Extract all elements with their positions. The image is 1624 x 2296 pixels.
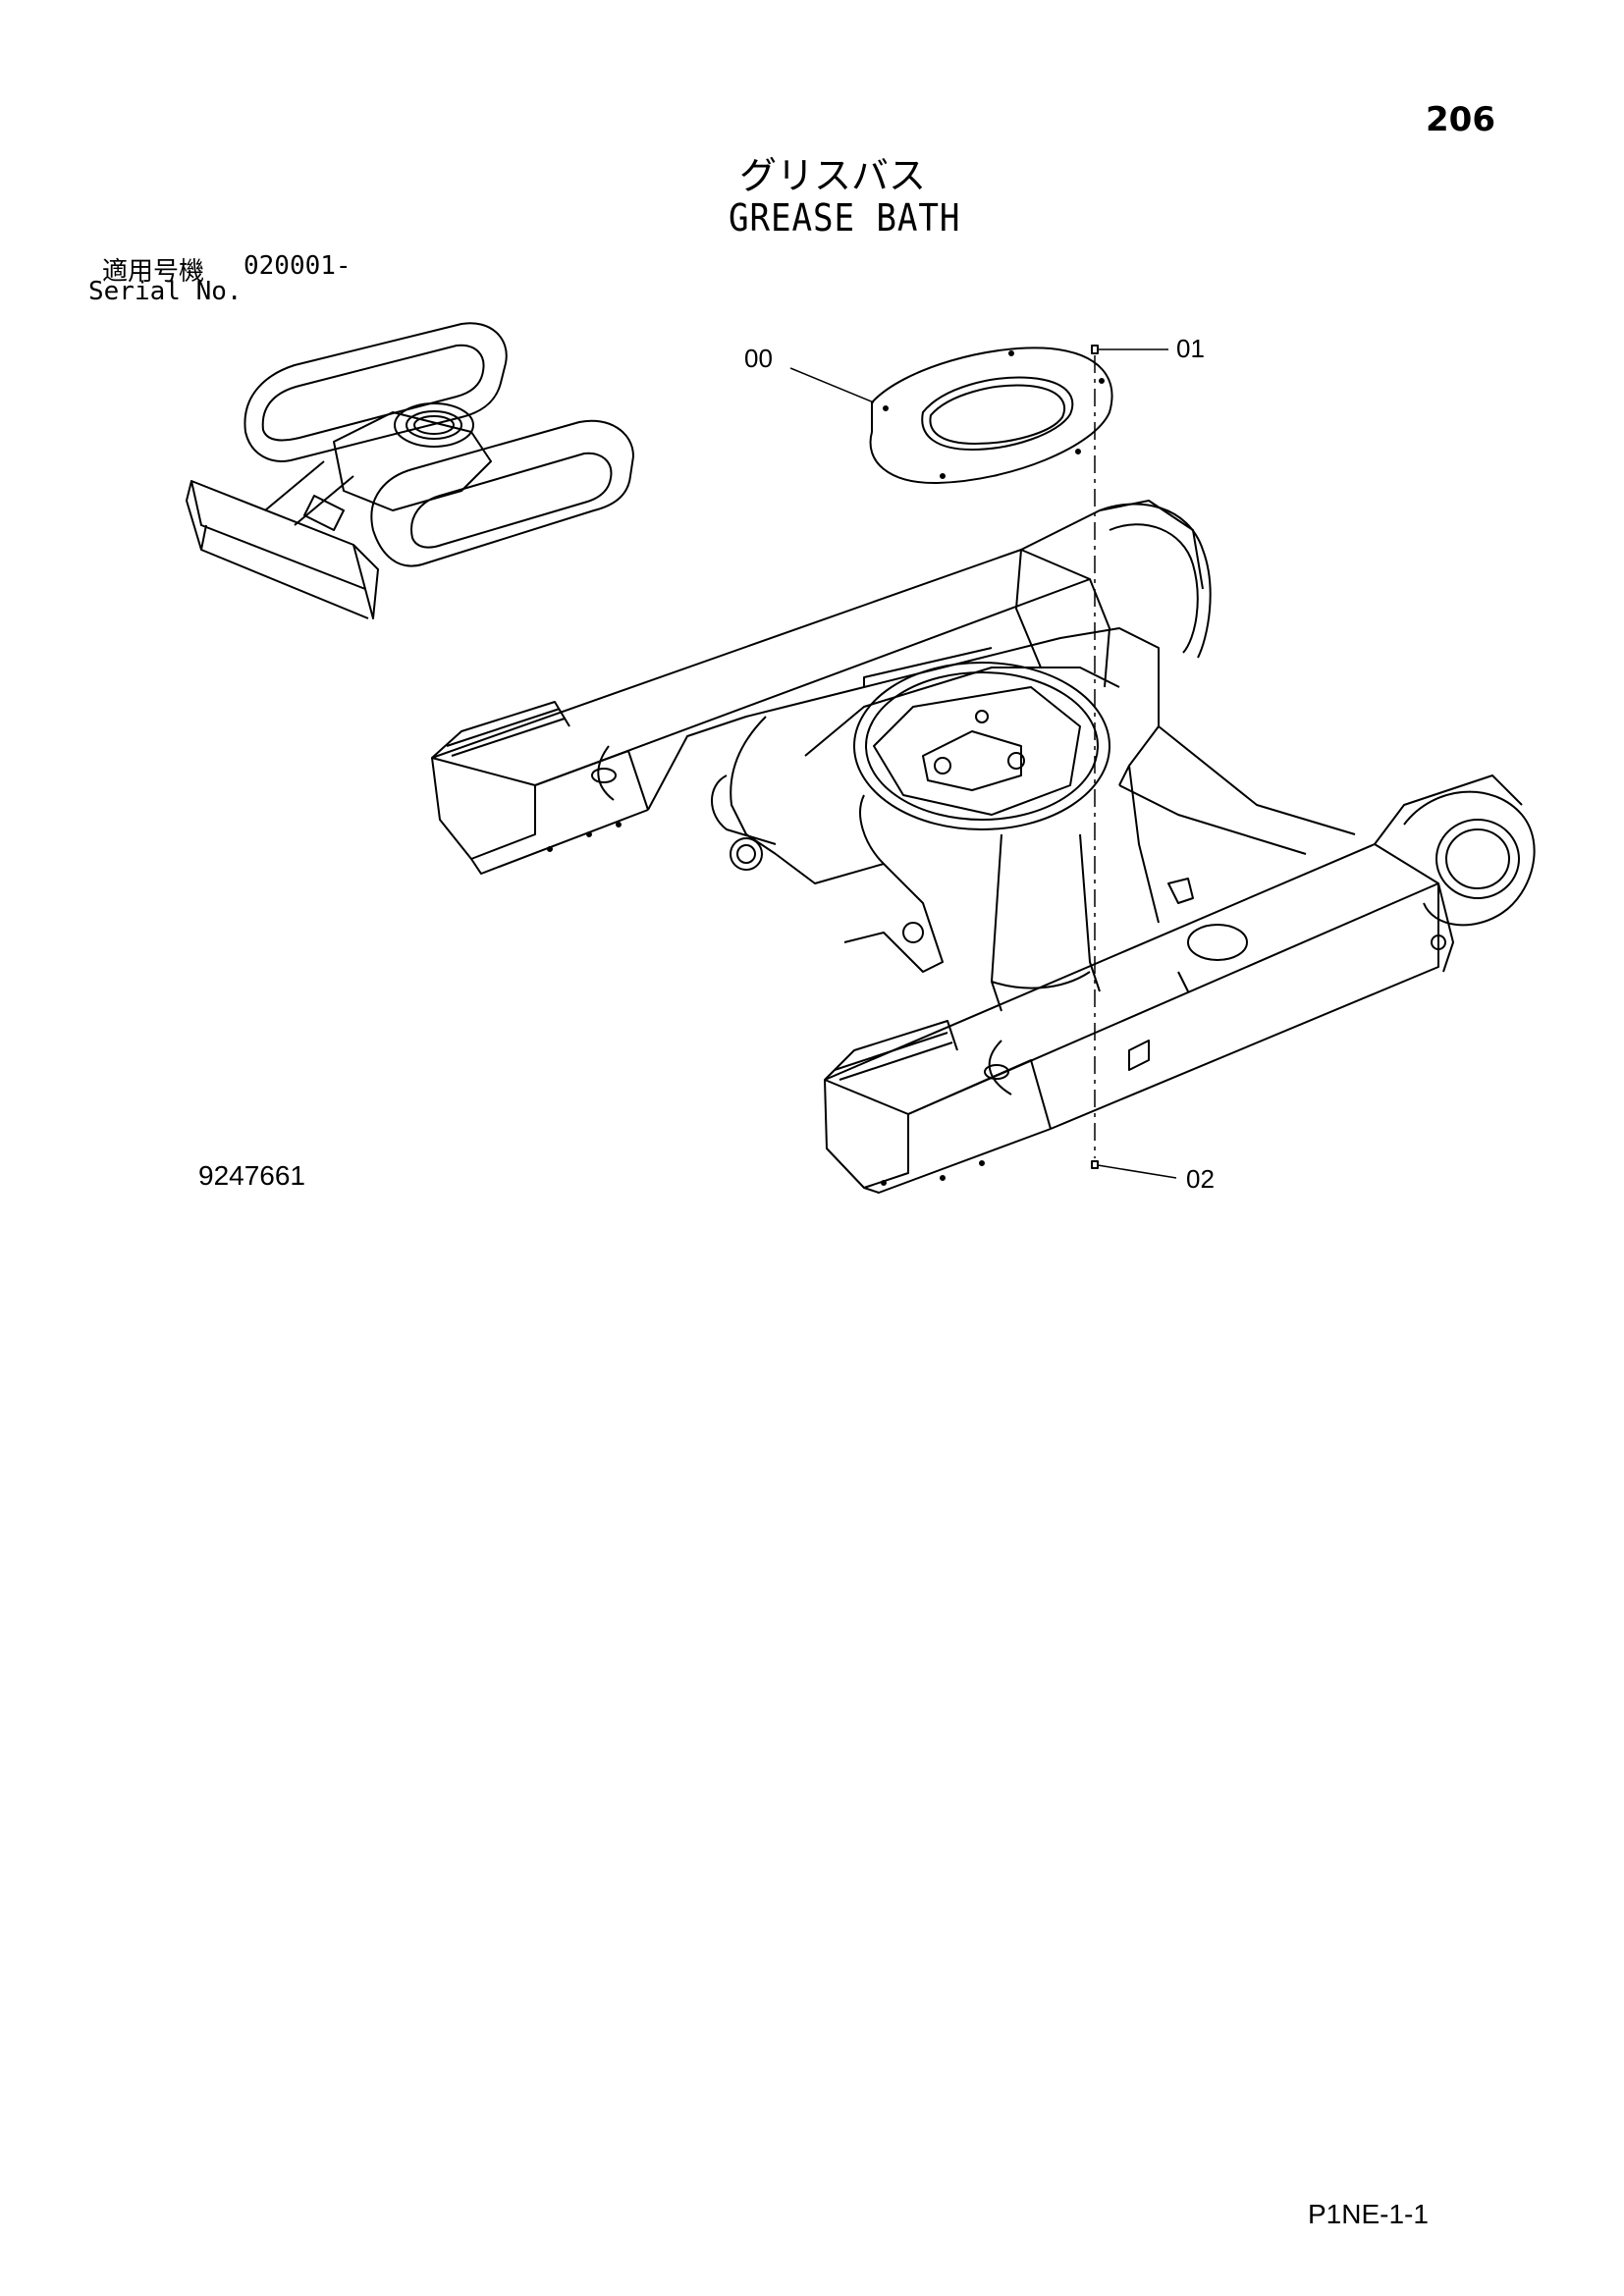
serial-label-japanese: 適用号機 — [102, 257, 205, 287]
callout-00: 00 — [744, 344, 773, 373]
page-number: 206 — [1426, 100, 1495, 139]
sheet-code: P1NE-1-1 — [1308, 2199, 1429, 2229]
callout-01: 01 — [1176, 334, 1205, 363]
page-title-japanese: グリスバス — [739, 154, 927, 197]
drawing-number: 9247661 — [198, 1160, 306, 1191]
serial-value: 020001- — [244, 251, 352, 281]
page-title-english: GREASE BATH — [729, 196, 961, 240]
callout-02: 02 — [1186, 1164, 1215, 1194]
serial-label-english: Serial No. — [88, 277, 243, 306]
